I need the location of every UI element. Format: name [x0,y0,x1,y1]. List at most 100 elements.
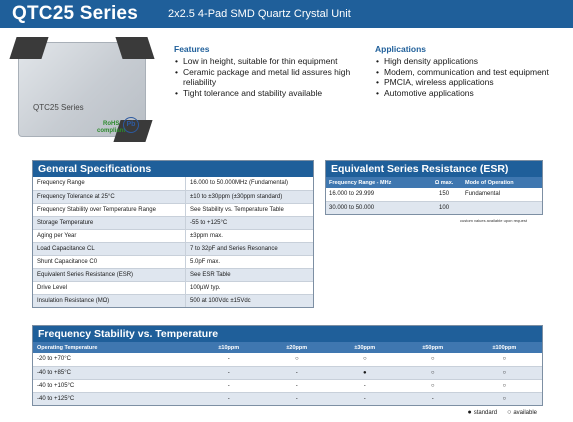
frequency-stability-heading: Frequency Stability vs. Temperature [33,326,542,342]
column-header: Operating Temperature [33,342,195,353]
stability-legend: ●standard ○available [467,409,537,416]
application-item: Modem, communication and test equipment [375,67,570,78]
spec-label: Frequency Tolerance at 25°C [33,190,186,204]
stability-cell: ● [330,366,399,380]
temp-range: -40 to +85°C [33,366,195,380]
stability-cell: ○ [398,379,467,393]
legend-available: ○available [507,409,537,416]
temp-range: -20 to +70°C [33,353,195,367]
spec-label: Drive Level [33,281,186,295]
column-header: Mode of Operation [461,177,542,188]
stability-cell: ○ [398,366,467,380]
spec-value: -55 to +125°C [184,216,313,230]
spec-label: Shunt Capacitance C0 [33,255,186,269]
spec-value: See Stability vs. Temperature Table [184,203,313,217]
pad [115,37,155,59]
features-heading: Features [174,44,210,54]
product-subtitle: 2x2.5 4-Pad SMD Quartz Crystal Unit [167,8,351,20]
stability-cell: ○ [330,353,399,367]
application-item: High density applications [375,56,570,67]
rohs-logo: RoHS compliant [97,121,125,135]
column-header: ±50ppm [398,342,467,353]
standard-symbol: ● [467,409,472,416]
stability-cell: ○ [466,392,542,405]
available-symbol: ○ [507,409,512,416]
spec-value: 7 to 32pF and Series Resonance [184,242,313,256]
feature-item: Tight tolerance and stability available [174,88,369,99]
table-row: -40 to +125°C - - - - ○ [33,392,542,405]
frequency-stability-table: Operating Temperature ±10ppm ±20ppm ±30p… [33,342,542,405]
esr-ohm: 100 [426,201,462,214]
esr-heading: Equivalent Series Resistance (ESR) [326,161,542,177]
pad [9,37,49,59]
table-row: Insulation Resistance (MΩ)500 at 100Vdc … [33,294,313,307]
table-row: -20 to +70°C - ○ ○ ○ ○ [33,353,542,367]
column-header: ±30ppm [330,342,399,353]
esr-table: Frequency Range - MHz Ω max. Mode of Ope… [326,177,542,214]
spec-label: Storage Temperature [33,216,186,230]
spec-label: Load Capacitance CL [33,242,186,256]
stability-cell: - [330,392,399,405]
spec-value: ±3ppm max. [184,229,313,243]
table-row: Aging per Year±3ppm max. [33,229,313,243]
table-row: Equivalent Series Resistance (ESR)See ES… [33,268,313,282]
general-specifications-heading: General Specifications [33,161,313,177]
table-row: Storage Temperature-55 to +125°C [33,216,313,230]
esr-range: 30.000 to 50.000 [326,201,427,214]
series-title: QTC25 Series [12,3,138,24]
spec-value: ±10 to ±30ppm (±30ppm standard) [184,190,313,204]
stability-cell: ○ [262,353,331,367]
table-row: 30.000 to 50.000 100 [326,201,542,214]
column-header: Frequency Range - MHz [326,177,427,188]
esr-ohm: 150 [426,188,462,202]
rohs-sub: compliant [97,128,126,134]
column-header: ±20ppm [262,342,331,353]
stability-cell: - [194,353,263,367]
table-header-row: Frequency Range - MHz Ω max. Mode of Ope… [326,177,542,188]
stability-cell: - [262,366,331,380]
esr-mode [461,201,542,214]
features-section: Features Low in height, suitable for thi… [174,44,369,98]
table-row: Frequency Stability over Temperature Ran… [33,203,313,217]
spec-value: 5.0pF max. [184,255,313,269]
chip-label: QTC25 Series [33,103,84,112]
stability-cell: ○ [466,353,542,367]
column-header: ±100ppm [466,342,542,353]
spec-value: 500 at 100Vdc ±15Vdc [184,294,313,307]
temp-range: -40 to +125°C [33,392,195,405]
table-row: -40 to +85°C - - ● ○ ○ [33,366,542,380]
spec-value: 100µW typ. [184,281,313,295]
esr-range: 16.000 to 29.999 [326,188,427,202]
feature-item: Ceramic package and metal lid assures hi… [174,67,369,88]
crystal-chip: QTC25 Series RoHS compliant Pb [9,37,155,142]
esr-note: custom values available upon request [460,218,527,223]
esr-panel: Equivalent Series Resistance (ESR) Frequ… [325,160,543,215]
feature-item: Low in height, suitable for thin equipme… [174,56,369,67]
stability-cell: - [398,392,467,405]
stability-cell: ○ [466,366,542,380]
stability-cell: - [194,392,263,405]
features-list: Low in height, suitable for thin equipme… [174,56,369,98]
applications-heading: Applications [375,44,427,54]
column-header: Ω max. [426,177,462,188]
esr-mode: Fundamental [461,188,542,202]
table-header-row: Operating Temperature ±10ppm ±20ppm ±30p… [33,342,542,353]
product-image: QTC25 Series RoHS compliant Pb [9,37,155,142]
spec-label: Aging per Year [33,229,186,243]
pb-free-icon: Pb [123,117,139,133]
legend-label: available [513,410,537,416]
table-row: -40 to +105°C - - - ○ ○ [33,379,542,393]
stability-cell: ○ [398,353,467,367]
header-bar: QTC25 Series 2x2.5 4-Pad SMD Quartz Crys… [0,0,573,28]
application-item: PMCIA, wireless applications [375,77,570,88]
stability-cell: - [330,379,399,393]
table-row: Frequency Tolerance at 25°C±10 to ±30ppm… [33,190,313,204]
spec-label: Insulation Resistance (MΩ) [33,294,186,307]
stability-cell: - [262,392,331,405]
spec-label: Equivalent Series Resistance (ESR) [33,268,186,282]
